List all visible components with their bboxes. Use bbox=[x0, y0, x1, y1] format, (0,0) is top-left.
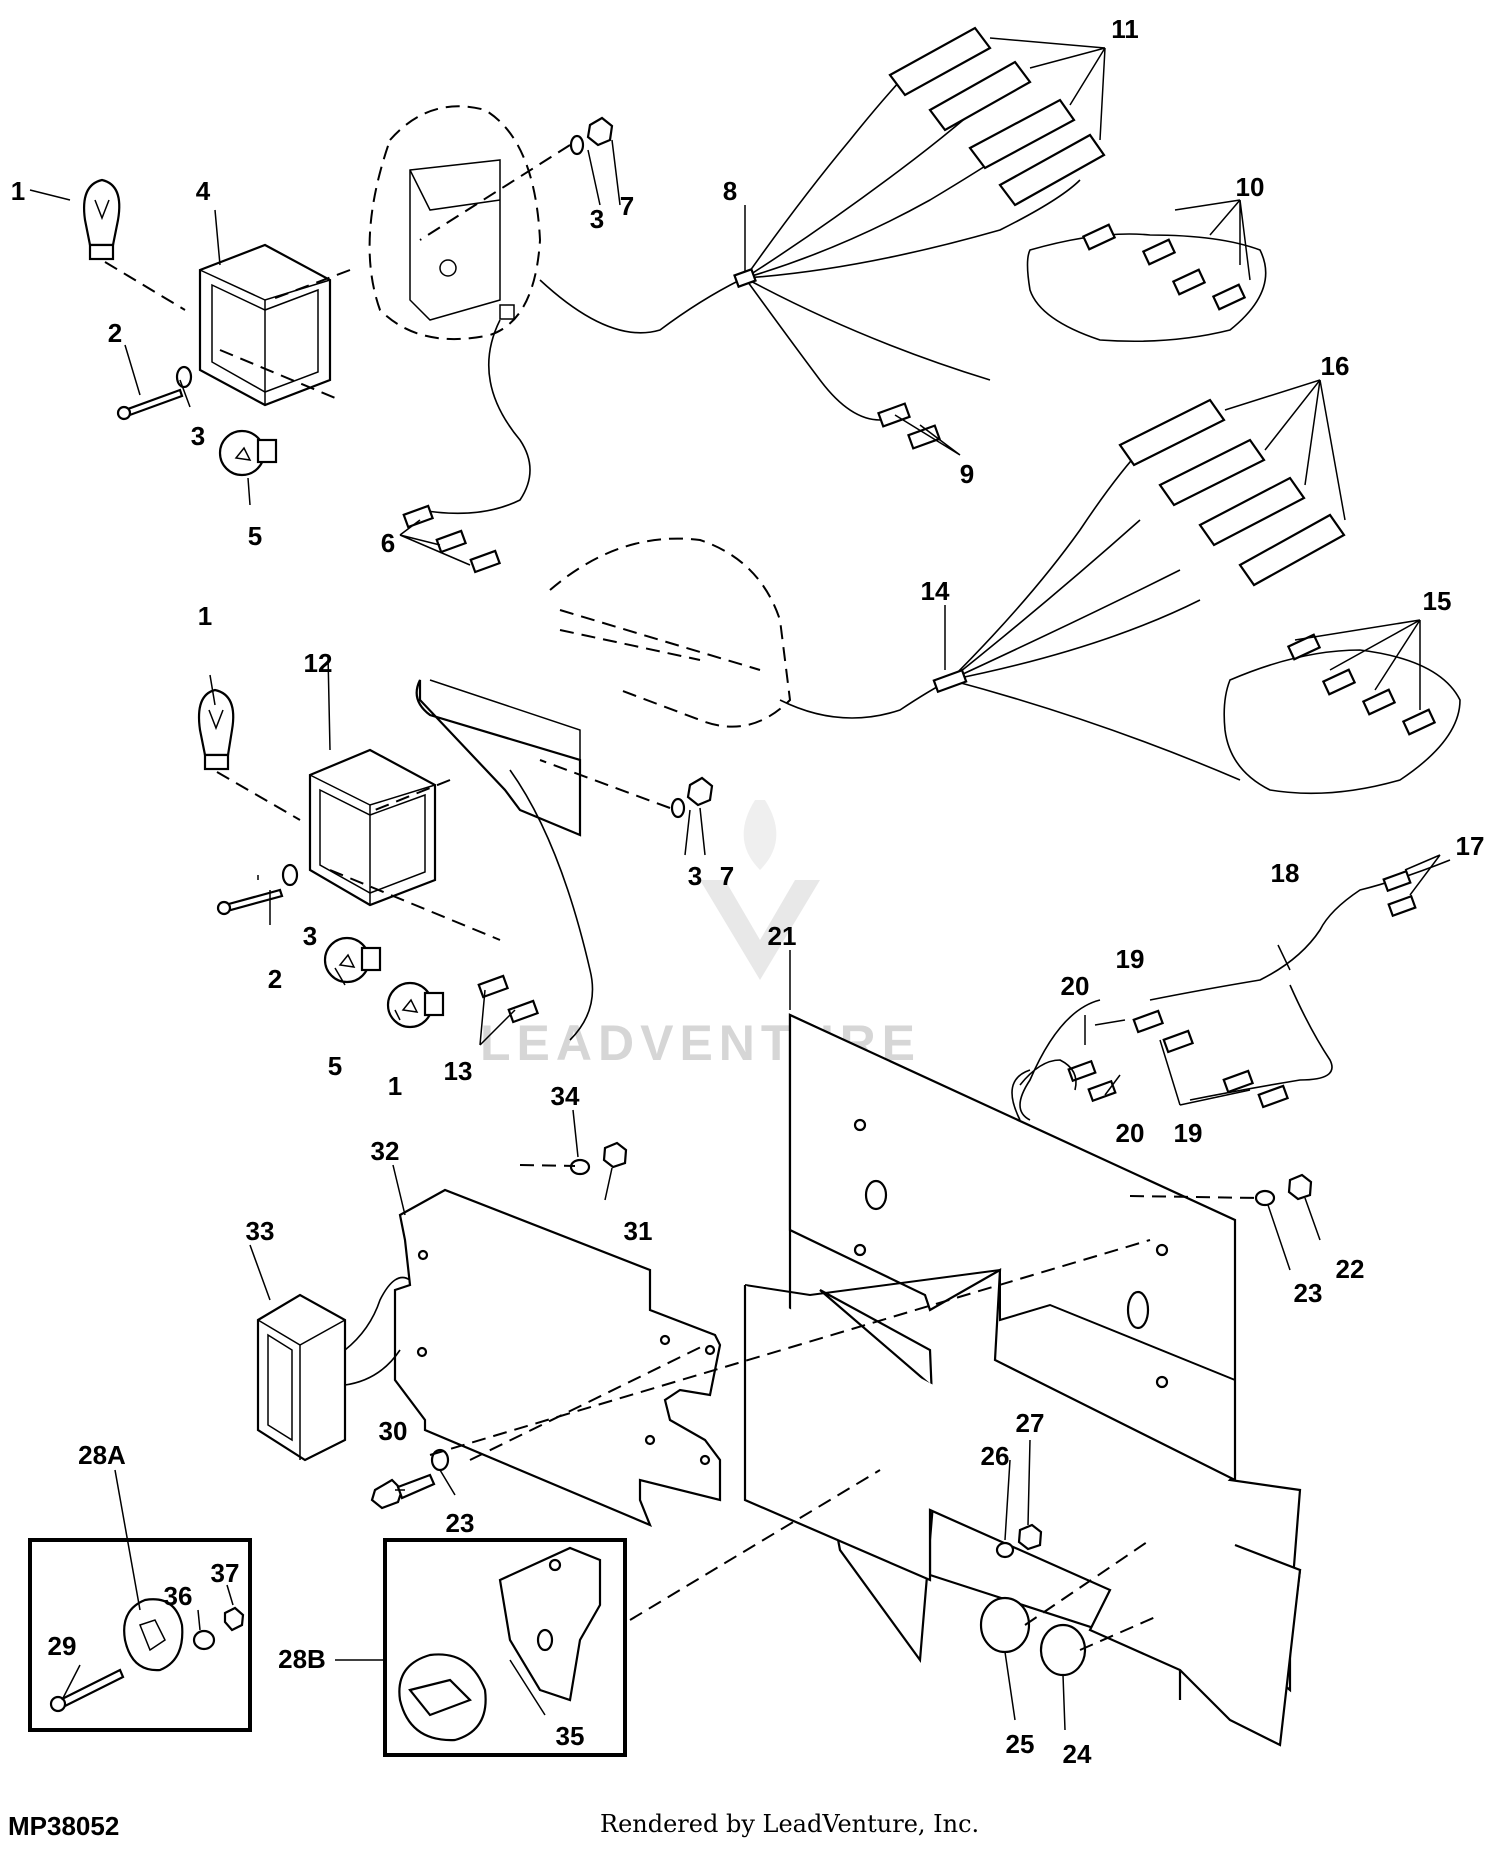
callout-7: 7 bbox=[620, 191, 634, 221]
callout-4: 4 bbox=[196, 176, 211, 206]
callout-11: 11 bbox=[1111, 14, 1139, 44]
upper-lamp-assembly bbox=[83, 26, 1267, 574]
small-bulb-icon bbox=[323, 936, 382, 984]
callout-37: 37 bbox=[211, 1558, 240, 1588]
callout-34: 34 bbox=[551, 1081, 580, 1111]
callout-12: 12 bbox=[304, 648, 333, 678]
small-bulb-icon bbox=[218, 429, 278, 477]
callout-5: 5 bbox=[328, 1051, 342, 1081]
callout-32: 32 bbox=[371, 1136, 400, 1166]
wire-harness-middle bbox=[509, 439, 1241, 1041]
leader-dashed bbox=[104, 144, 571, 401]
callout-31: 31 bbox=[624, 1216, 653, 1246]
small-bulb-icon bbox=[386, 981, 445, 1029]
callout-18: 18 bbox=[1271, 858, 1300, 888]
mount-bracket-edge bbox=[429, 679, 581, 760]
mount-bracket bbox=[368, 105, 542, 341]
lamp-housing bbox=[308, 748, 437, 907]
nut-icon bbox=[569, 116, 614, 156]
inset-28a bbox=[28, 1538, 252, 1732]
washer-icon bbox=[175, 365, 193, 389]
callout-24: 24 bbox=[1063, 1739, 1092, 1769]
nut-icon bbox=[670, 776, 714, 819]
callout-13: 13 bbox=[444, 1056, 473, 1086]
callout-28B: 28B bbox=[278, 1644, 326, 1674]
terminal-group bbox=[1081, 223, 1247, 311]
bulb-icon bbox=[197, 688, 235, 771]
fender-outline bbox=[549, 537, 792, 728]
callout-25: 25 bbox=[1006, 1729, 1035, 1759]
plug-group bbox=[888, 26, 1106, 207]
callout-5: 5 bbox=[248, 521, 262, 551]
render-credit: Rendered by LeadVenture, Inc. bbox=[600, 1810, 979, 1838]
middle-lamp-assembly bbox=[197, 398, 1461, 1041]
callout-1: 1 bbox=[388, 1071, 402, 1101]
diagram-id: MP38052 bbox=[8, 1811, 119, 1841]
callout-23: 23 bbox=[1294, 1278, 1323, 1308]
plug-group bbox=[1118, 398, 1346, 587]
leader-dashed bbox=[429, 1164, 1261, 1651]
callout-2: 2 bbox=[268, 964, 282, 994]
relay-box bbox=[256, 1276, 411, 1462]
screw-icon bbox=[116, 388, 184, 421]
callout-leaders bbox=[29, 37, 1441, 1731]
callout-7: 7 bbox=[720, 861, 734, 891]
callout-1: 1 bbox=[198, 601, 212, 631]
callout-28A: 28A bbox=[78, 1440, 126, 1470]
callout-3: 3 bbox=[191, 421, 205, 451]
callout-35: 35 bbox=[556, 1721, 585, 1751]
terminal-group bbox=[877, 402, 941, 450]
bolt-icon bbox=[370, 1473, 436, 1510]
callout-21: 21 bbox=[768, 921, 797, 951]
callout-27: 27 bbox=[1016, 1408, 1045, 1438]
callout-17: 17 bbox=[1456, 831, 1485, 861]
callout-23: 23 bbox=[446, 1508, 475, 1538]
callout-19: 19 bbox=[1174, 1118, 1203, 1148]
mount-bracket bbox=[415, 679, 582, 837]
callout-3: 3 bbox=[303, 921, 317, 951]
callout-20: 20 bbox=[1061, 971, 1090, 1001]
callout-3: 3 bbox=[590, 204, 604, 234]
wire-harness-upper bbox=[419, 59, 1081, 515]
side-bracket bbox=[393, 1188, 722, 1528]
callout-33: 33 bbox=[246, 1216, 275, 1246]
harness-connector bbox=[932, 668, 968, 694]
lower-panel bbox=[743, 1285, 1302, 1747]
callout-26: 26 bbox=[981, 1441, 1010, 1471]
callout-1: 1 bbox=[11, 176, 25, 206]
terminal-group bbox=[477, 974, 540, 1024]
washer-icon bbox=[281, 863, 299, 887]
terminal-group bbox=[1286, 633, 1437, 736]
wire-loop bbox=[1223, 649, 1461, 795]
callout-22: 22 bbox=[1336, 1254, 1365, 1284]
inset-28b bbox=[383, 1538, 627, 1757]
callout-14: 14 bbox=[921, 576, 950, 606]
watermark-logo bbox=[700, 800, 820, 980]
callout-20: 20 bbox=[1116, 1118, 1145, 1148]
terminal-group bbox=[402, 504, 502, 574]
lamp-housing bbox=[198, 243, 332, 407]
harness-connector bbox=[733, 267, 757, 289]
callout-6: 6 bbox=[381, 528, 395, 558]
callout-2: 2 bbox=[108, 318, 122, 348]
callout-8: 8 bbox=[723, 176, 737, 206]
leader-dashed bbox=[216, 759, 671, 941]
callout-3: 3 bbox=[688, 861, 702, 891]
callout-36: 36 bbox=[164, 1581, 193, 1611]
callout-10: 10 bbox=[1236, 172, 1265, 202]
callout-16: 16 bbox=[1321, 351, 1350, 381]
bulb-icon bbox=[83, 178, 121, 261]
callout-29: 29 bbox=[48, 1631, 77, 1661]
wire-loop bbox=[1026, 233, 1267, 343]
callout-15: 15 bbox=[1423, 586, 1452, 616]
callout-9: 9 bbox=[960, 459, 974, 489]
screw-icon bbox=[216, 888, 284, 916]
callout-19: 19 bbox=[1116, 944, 1145, 974]
callout-30: 30 bbox=[379, 1416, 408, 1446]
side-harness bbox=[1011, 859, 1451, 1121]
